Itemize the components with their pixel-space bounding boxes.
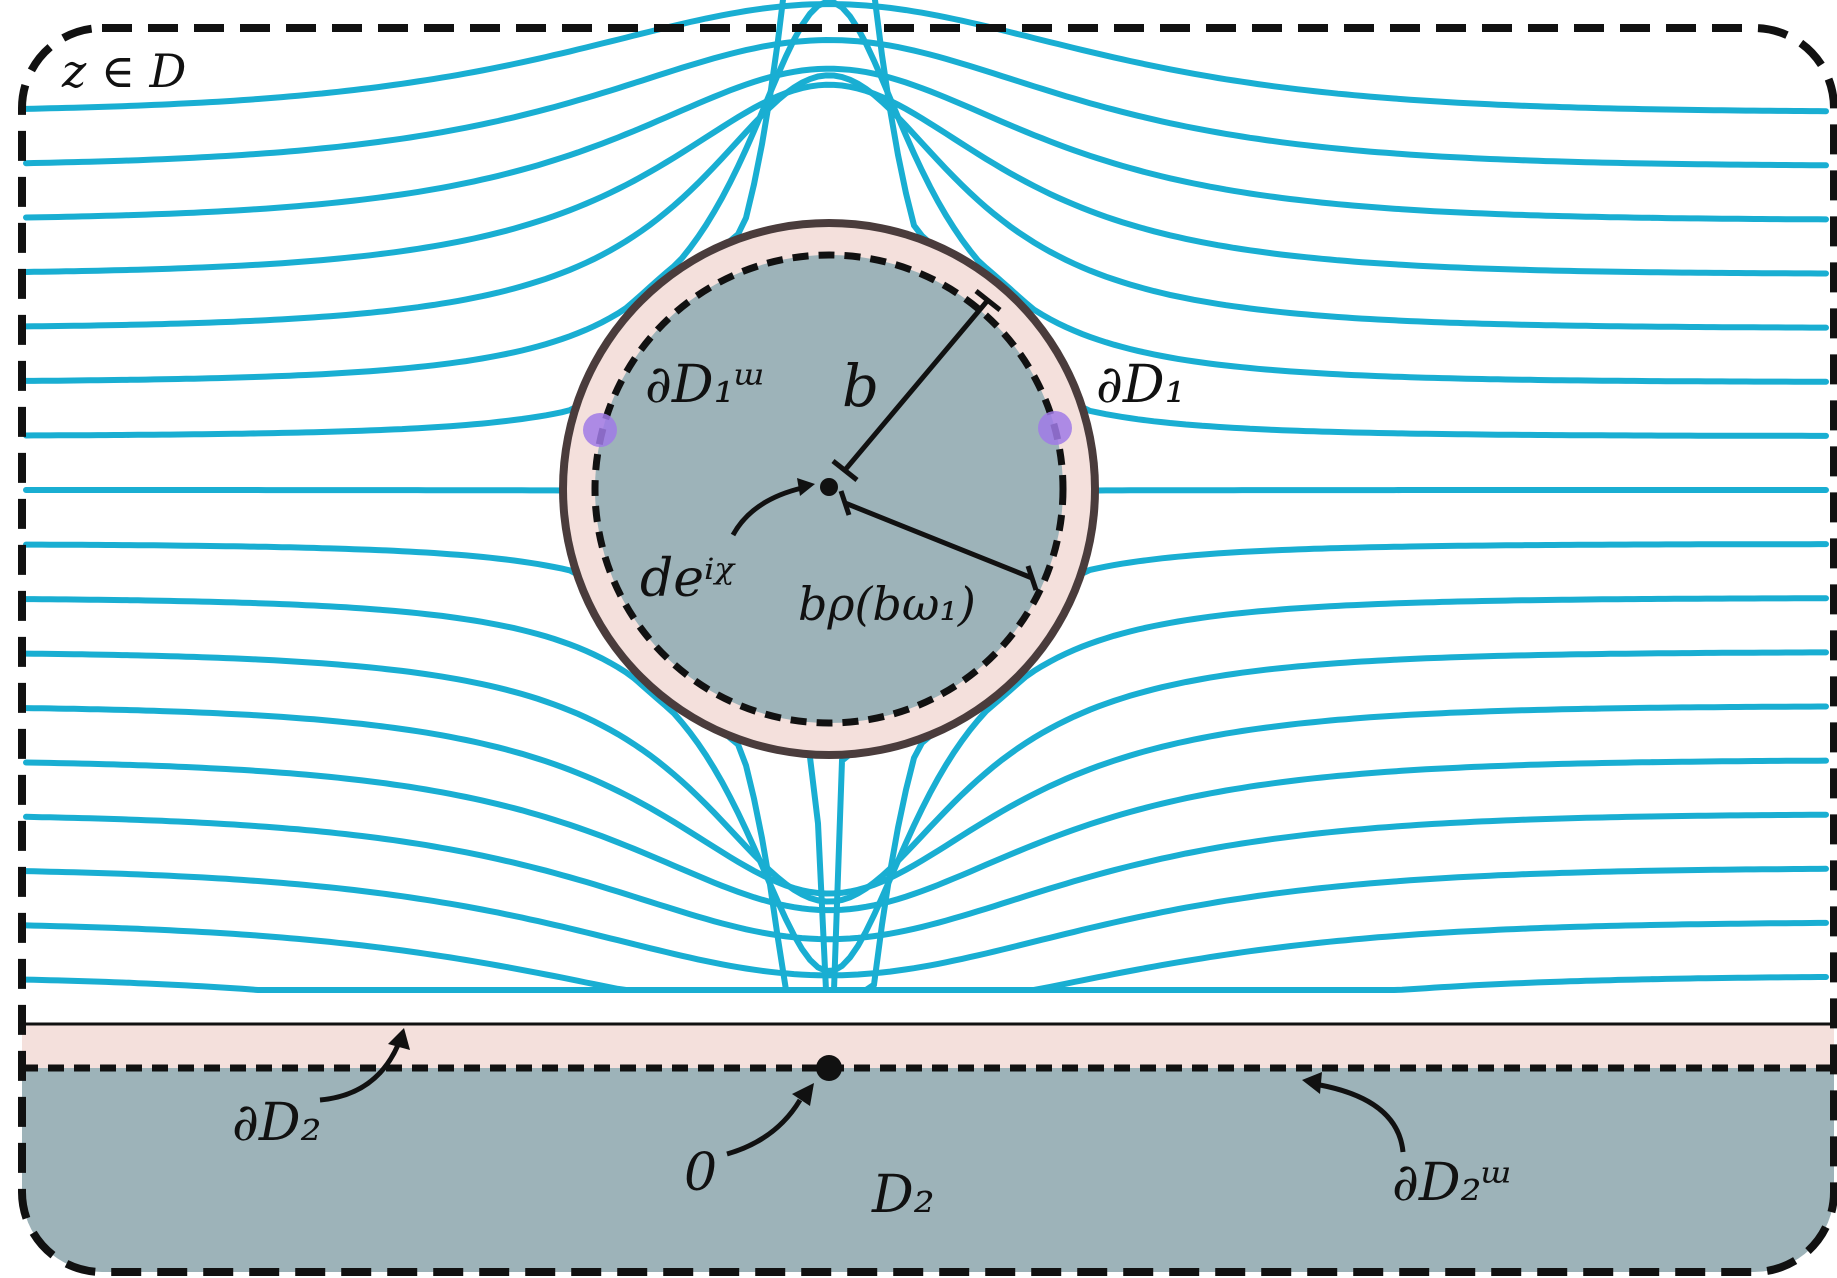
domain-frame [18,24,1837,1276]
center-arrowhead [797,478,815,496]
streamline [23,649,1829,905]
streamline [23,72,1829,331]
streamline [23,65,1829,223]
arrow-to-dD2-head [388,1028,410,1050]
center-arrow [730,485,803,537]
center-point [820,478,838,496]
radius-markers [730,289,1039,591]
arrow-to-dD2-omega-head [1302,1072,1322,1094]
right-marker [1038,411,1072,445]
radius-b-line [843,298,990,472]
label-b: b [842,352,879,420]
arrow-to-origin-head [792,1083,814,1106]
label-dD1: ∂D₁ [1096,355,1185,415]
origin-point [816,1055,842,1081]
radius-brho-line [844,500,1033,581]
streamline [23,703,1829,897]
label-b-rho: bρ(bω₁) [798,577,976,631]
radius-brho-cap-outer [1025,565,1039,591]
streamline [23,595,1829,975]
arrow-to-origin [726,1098,803,1157]
pointer-arrows [319,1028,1406,1157]
arrow-to-dD2 [319,1043,401,1103]
label-dD2: ∂D₂ [232,1093,321,1153]
label-D2: D₂ [871,1165,935,1225]
radius-b-cap-inner [831,459,859,482]
streamline [23,974,1829,993]
streamline [23,1,1829,115]
radius-b-cap-outer [974,289,1002,312]
streamline [23,81,1829,277]
streamline [23,0,1829,385]
label-zero: 0 [684,1143,717,1203]
streamline [23,811,1829,943]
streamline [23,36,1829,169]
arrow-to-dD2-omega [1319,1082,1406,1153]
streamline [23,757,1829,914]
left-marker [583,413,617,447]
label-dD2-omega: ∂D₂ᵚ [1392,1153,1513,1213]
label-dD1-omega: ∂D₁ᵚ [645,355,766,415]
radius-brho-cap-inner [838,490,852,516]
label-domain: z ∈ D [61,44,186,98]
streamline [23,865,1829,979]
lower-boundary-band [22,1024,1834,1068]
label-de-ichi: deⁱᵡ [640,549,737,609]
obstacle-dashed-boundary [591,251,1067,727]
